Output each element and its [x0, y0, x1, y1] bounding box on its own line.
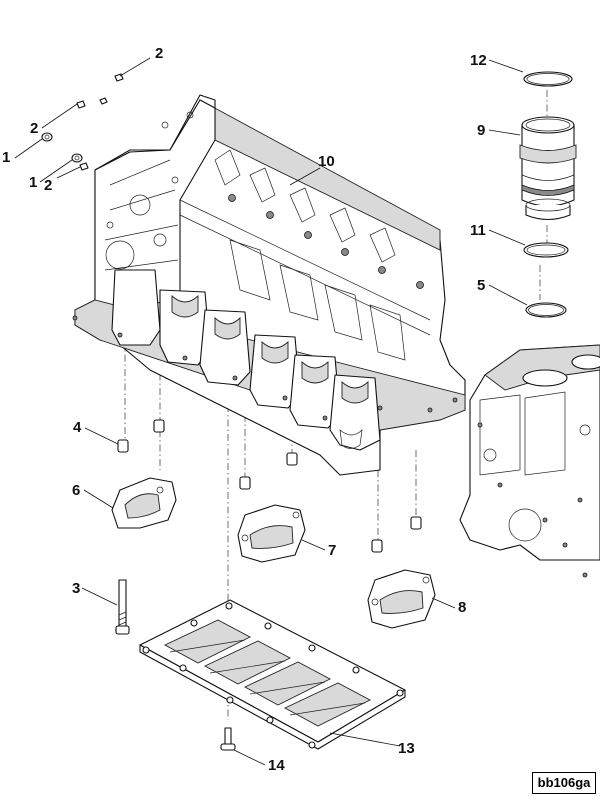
callout-1-upper: 1	[2, 149, 10, 166]
callout-6: 6	[72, 482, 80, 499]
figure-code-label: bb106ga	[532, 772, 596, 794]
cylinder-block	[72, 94, 466, 476]
bearing-caps	[111, 419, 436, 629]
callout-2-top: 2	[155, 45, 163, 62]
callout-2-left: 2	[30, 120, 38, 137]
callout-13: 13	[398, 740, 415, 757]
callout-2-lower: 2	[44, 177, 52, 194]
callout-4: 4	[73, 419, 82, 436]
callout-3: 3	[72, 580, 80, 597]
callout-10: 10	[318, 153, 335, 170]
plugs-and-dowels	[41, 73, 124, 171]
callout-14: 14	[268, 757, 285, 774]
leader-lines	[14, 57, 528, 766]
callout-12: 12	[470, 52, 487, 69]
ladder-frame	[139, 599, 406, 750]
block-detail-view	[459, 344, 600, 578]
callout-8: 8	[458, 599, 466, 616]
callout-9: 9	[477, 122, 485, 139]
callout-7: 7	[328, 542, 336, 559]
callout-5: 5	[477, 277, 485, 294]
callout-1-lower: 1	[29, 174, 37, 191]
callout-11: 11	[470, 222, 486, 239]
bolts	[115, 579, 236, 751]
cylinder-liner	[519, 71, 577, 318]
callout-labels: 2 2 1 1 2 10 12 9 11 5 4 6 3 7 8 13 14	[2, 45, 487, 774]
